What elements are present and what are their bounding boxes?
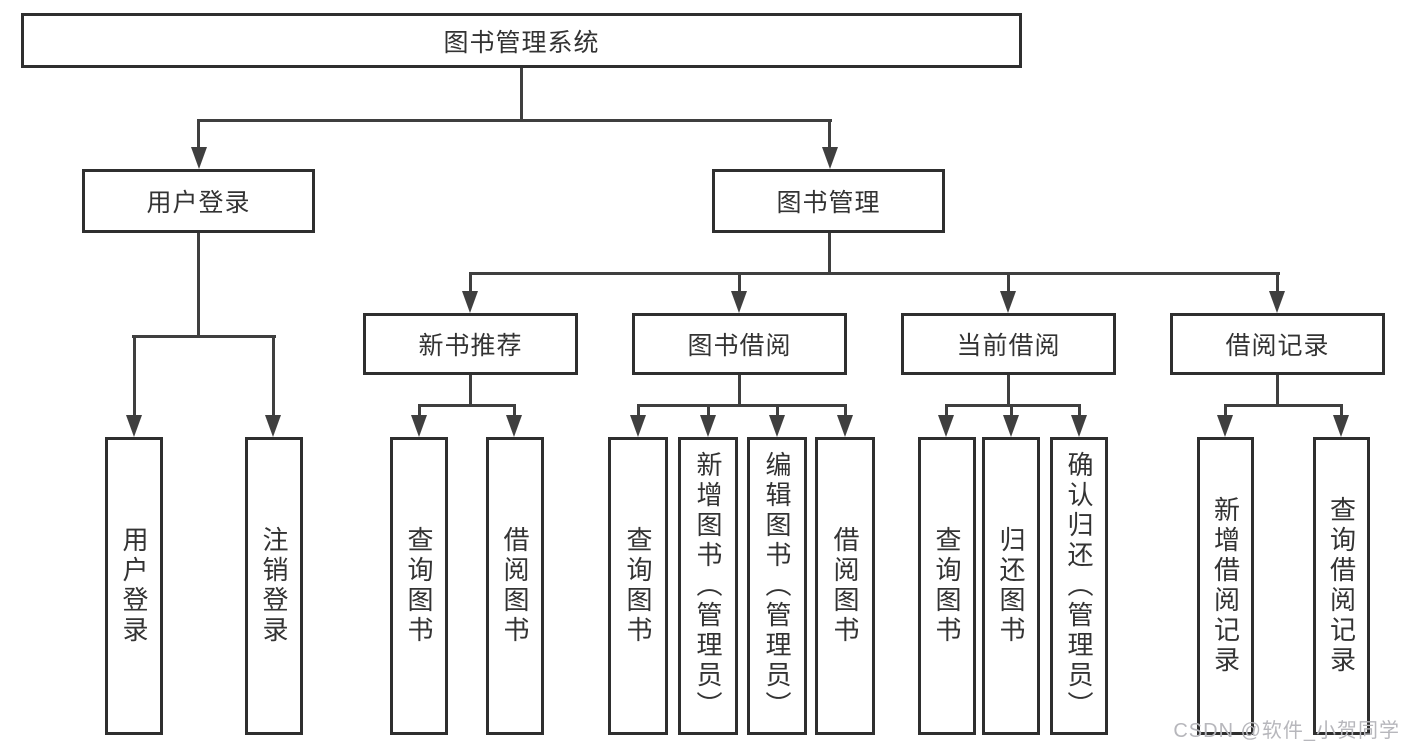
node-current-borrow: 当前借阅: [901, 313, 1116, 375]
leaf-query-books-current: 查询图书: [918, 437, 976, 735]
leaf-query-borrow-record: 查询借阅记录: [1313, 437, 1370, 735]
connector-to-leaf-borrow-books-2: [844, 404, 847, 418]
connector-current-borrow-stem: [1007, 375, 1010, 406]
arrow-down-icon: [1003, 415, 1019, 437]
node-book-management: 图书管理: [712, 169, 945, 233]
connector-new-book-stem: [469, 375, 472, 406]
node-library-management-system: 图书管理系统: [21, 13, 1022, 68]
node-borrow-records: 借阅记录: [1170, 313, 1385, 375]
arrow-down-icon: [506, 415, 522, 437]
connector-user-login-stem: [197, 233, 200, 337]
connector-to-leaf-user-login: [133, 335, 136, 417]
arrow-down-icon: [1269, 291, 1285, 313]
leaf-query-books-borrow: 查询图书: [608, 437, 668, 735]
connector-to-book-management: [828, 119, 831, 149]
node-book-borrow: 图书借阅: [632, 313, 847, 375]
connector-book-borrow-crossbar: [637, 404, 846, 407]
arrow-down-icon: [265, 415, 281, 437]
connector-to-leaf-add-books: [707, 404, 710, 418]
connector-to-user-login: [197, 119, 200, 149]
arrow-down-icon: [1071, 415, 1087, 437]
connector-root-stem: [520, 68, 523, 121]
connector-to-borrow-records: [1276, 272, 1279, 295]
leaf-return-books: 归还图书: [982, 437, 1040, 735]
connector-to-new-book-recommend: [469, 272, 472, 295]
connector-book-management-stem: [828, 233, 831, 274]
connector-to-leaf-borrow-books-1: [513, 404, 516, 418]
leaf-query-books-new: 查询图书: [390, 437, 448, 735]
connector-to-leaf-query-record: [1340, 404, 1343, 418]
node-user-login: 用户登录: [82, 169, 315, 233]
arrow-down-icon: [462, 291, 478, 313]
connector-borrow-records-stem: [1276, 375, 1279, 406]
connector-to-leaf-return-books: [1010, 404, 1013, 418]
connector-root-crossbar: [197, 119, 832, 122]
arrow-down-icon: [731, 291, 747, 313]
arrow-down-icon: [822, 147, 838, 169]
connector-to-leaf-edit-books: [776, 404, 779, 418]
leaf-borrow-books: 借阅图书: [815, 437, 875, 735]
arrow-down-icon: [1217, 415, 1233, 437]
connector-to-current-borrow: [1007, 272, 1010, 295]
connector-to-leaf-logout: [272, 335, 275, 417]
connector-book-borrow-stem: [738, 375, 741, 406]
arrow-down-icon: [630, 415, 646, 437]
connector-user-login-crossbar: [132, 335, 276, 338]
connector-to-book-borrow: [738, 272, 741, 295]
arrow-down-icon: [1000, 291, 1016, 313]
leaf-edit-books-admin: 编辑图书（管理员）: [747, 437, 807, 735]
leaf-user-login: 用户登录: [105, 437, 163, 735]
leaf-logout: 注销登录: [245, 437, 303, 735]
arrow-down-icon: [191, 147, 207, 169]
leaf-add-borrow-record: 新增借阅记录: [1197, 437, 1254, 735]
arrow-down-icon: [1333, 415, 1349, 437]
connector-to-leaf-query-books-1: [418, 404, 421, 418]
connector-to-leaf-add-record: [1224, 404, 1227, 418]
connector-to-leaf-query-books-2: [637, 404, 640, 418]
node-new-book-recommend: 新书推荐: [363, 313, 578, 375]
arrow-down-icon: [938, 415, 954, 437]
arrow-down-icon: [411, 415, 427, 437]
connector-book-management-crossbar: [469, 272, 1280, 275]
arrow-down-icon: [126, 415, 142, 437]
connector-borrow-records-crossbar: [1224, 404, 1342, 407]
connector-to-leaf-query-books-3: [945, 404, 948, 418]
arrow-down-icon: [837, 415, 853, 437]
arrow-down-icon: [769, 415, 785, 437]
connector-new-book-crossbar: [418, 404, 516, 407]
leaf-confirm-return-admin: 确认归还（管理员）: [1050, 437, 1108, 735]
connector-to-leaf-confirm-return: [1078, 404, 1081, 418]
arrow-down-icon: [700, 415, 716, 437]
leaf-add-books-admin: 新增图书（管理员）: [678, 437, 738, 735]
leaf-borrow-books-new: 借阅图书: [486, 437, 544, 735]
csdn-watermark: CSDN @软件_小贺同学: [1173, 720, 1400, 742]
